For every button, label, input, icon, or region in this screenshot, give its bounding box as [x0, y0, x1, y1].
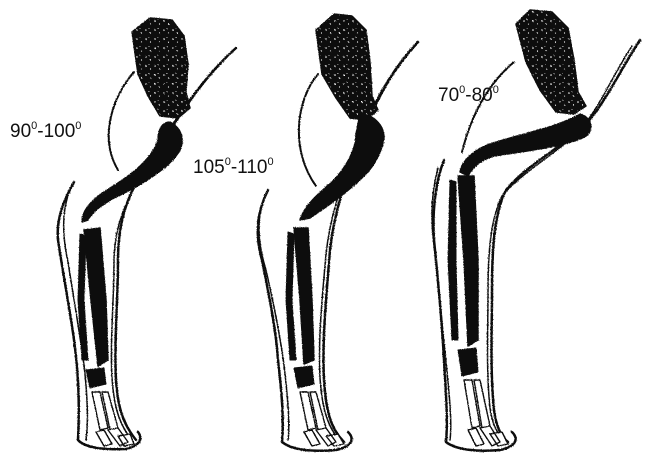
fibula	[448, 180, 458, 340]
angle-arc	[299, 74, 318, 186]
degree-sup: 0	[31, 120, 37, 132]
tarsus	[294, 366, 314, 388]
femur	[82, 122, 182, 222]
angle-label-leg-2: 1050-1100	[193, 158, 274, 177]
fibula	[286, 232, 296, 360]
metatarsus	[464, 380, 490, 428]
degree-sup: 0	[267, 156, 273, 168]
tarsus	[458, 348, 478, 376]
toes	[304, 428, 344, 446]
pelvis	[132, 18, 190, 118]
hind-limb-skeleton-3	[432, 10, 640, 451]
angle-label-leg-1: 900-1000	[10, 122, 81, 141]
angle-low: 105	[193, 157, 225, 178]
degree-sup: 0	[75, 120, 81, 132]
angle-low: 70	[438, 85, 459, 106]
degree-sup: 0	[225, 156, 231, 168]
tibia	[458, 176, 478, 346]
hind-limb-skeleton-2	[258, 14, 418, 451]
pelvis	[516, 10, 586, 114]
pelvis	[316, 14, 378, 120]
angle-high: 100	[44, 121, 76, 142]
femur	[460, 114, 591, 176]
tibia	[294, 228, 314, 364]
tarsus	[86, 368, 106, 388]
tibia	[84, 228, 108, 366]
hind-limb-skeleton-1	[58, 18, 236, 449]
angle-arc	[109, 72, 134, 170]
degree-sup: 0	[493, 84, 499, 96]
toes	[468, 426, 508, 446]
angle-label-leg-3: 700-800	[438, 86, 499, 105]
angle-low: 90	[10, 121, 31, 142]
angle-high: 80	[472, 85, 493, 106]
degree-sup: 0	[459, 84, 465, 96]
femur	[300, 114, 384, 220]
angle-high: 110	[237, 157, 267, 178]
